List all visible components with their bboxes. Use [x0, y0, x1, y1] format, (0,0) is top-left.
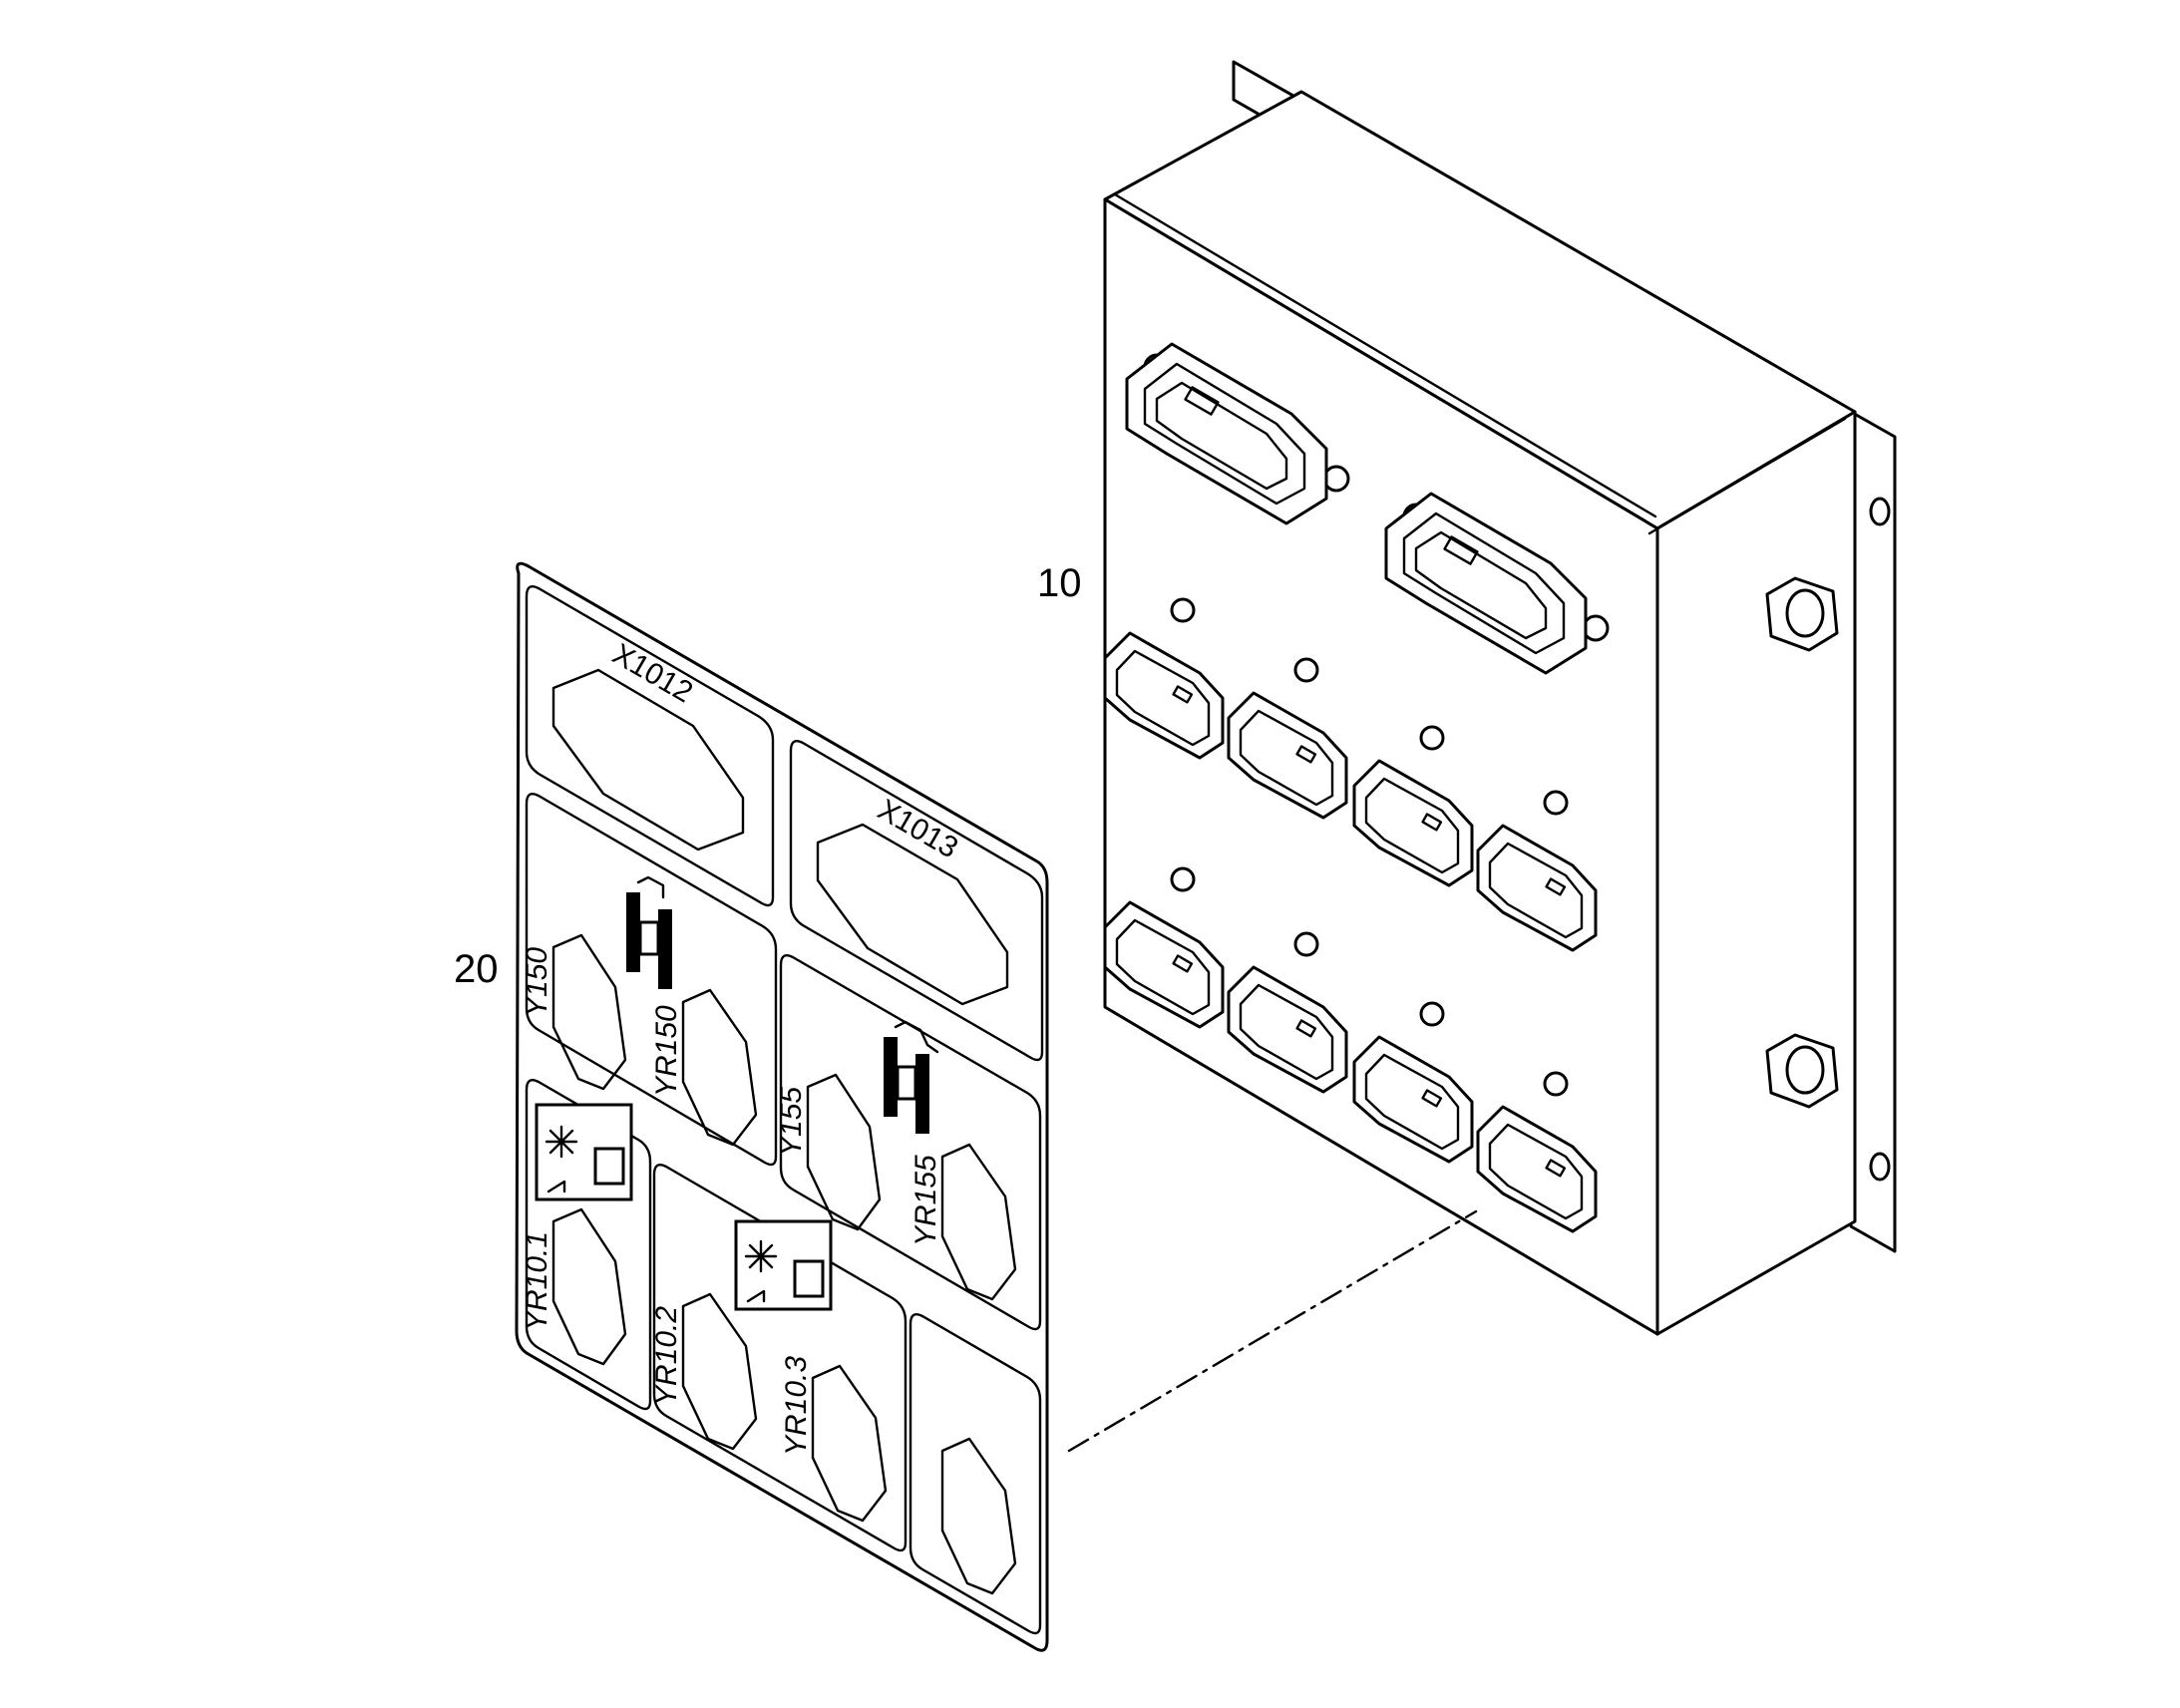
small-connector-socket [1476, 1071, 1598, 1233]
label-yr10-1: YR10.1 [521, 1231, 553, 1331]
cable-gland-nut [1765, 576, 1839, 652]
label-yr10-2: YR10.2 [650, 1306, 683, 1406]
label-y150: Y150 [521, 947, 553, 1017]
small-connector-socket [1352, 1001, 1474, 1164]
light-switch-icon [535, 1103, 633, 1201]
connector-x1013-socket [1384, 492, 1610, 675]
panel-y150: Y150 YR150 [521, 793, 778, 1167]
small-connector-socket [1227, 931, 1348, 1094]
label-yr10-3: YR10.3 [780, 1356, 813, 1456]
control-box [1103, 60, 1897, 1336]
hydraulic-valve-icon [884, 1020, 939, 1134]
label-y155: Y155 [775, 1087, 808, 1157]
panel-blank [908, 1313, 1042, 1635]
box-edge-line [1113, 192, 1657, 518]
small-connector-socket [1103, 866, 1225, 1029]
box-edge-line [1647, 417, 1847, 535]
small-connector-socket [1103, 597, 1225, 760]
connector-x1012-socket [1125, 342, 1350, 525]
cable-gland-nut [1765, 1033, 1839, 1109]
small-connector-group [1103, 597, 1598, 1233]
panel-yr10-2-3: YR10.2 YR10.3 [650, 1164, 908, 1552]
panel-y155: Y155 YR155 [775, 954, 1042, 1331]
mounting-hole [1869, 1152, 1891, 1182]
box-side-face [1655, 410, 1857, 1336]
small-connector-socket [1227, 657, 1348, 820]
leader-line [1067, 1209, 1478, 1453]
panel-yr10-1: YR10.1 [521, 1079, 652, 1411]
mounting-hole [1869, 497, 1891, 526]
small-connector-socket [1352, 725, 1474, 887]
callout-10: 10 [1037, 561, 1082, 605]
connector-decal: X1012 X1013 Y150 YR150 [515, 561, 1049, 1652]
small-connector-socket [1476, 790, 1598, 952]
light-switch-icon [734, 1219, 833, 1311]
callout-20: 20 [454, 947, 499, 991]
hydraulic-valve-icon [626, 875, 672, 989]
label-yr150: YR150 [650, 1005, 683, 1097]
label-yr155: YR155 [909, 1155, 942, 1246]
